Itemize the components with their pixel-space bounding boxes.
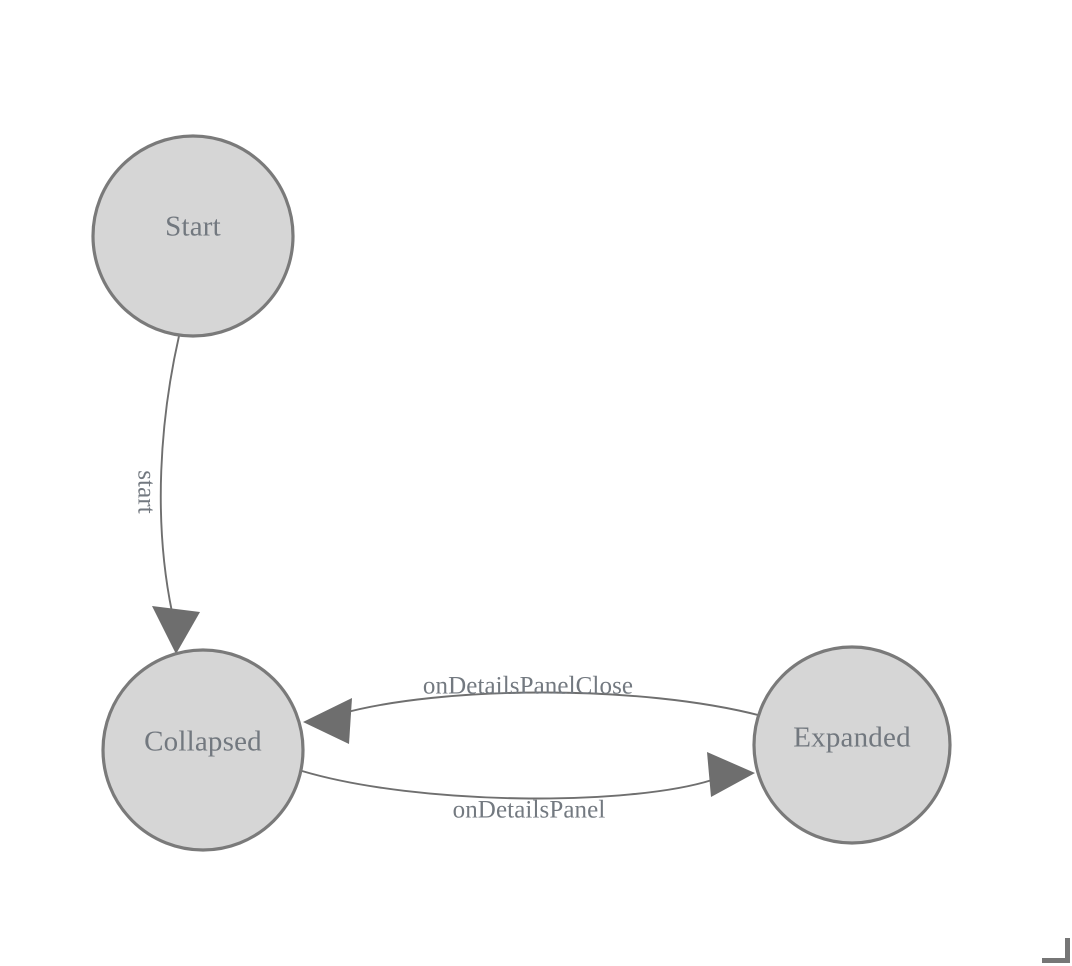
node-start-label: Start xyxy=(165,211,221,243)
edge-start-to-collapsed-path xyxy=(159,335,180,613)
edge-label-on-details-panel: onDetailsPanel xyxy=(453,797,606,824)
node-start-circle[interactable] xyxy=(91,134,295,338)
edge-start-to-collapsed[interactable] xyxy=(152,335,200,654)
node-expanded-circle[interactable] xyxy=(752,645,952,845)
edge-label-start: start xyxy=(132,470,159,514)
edge-collapsed-to-expanded-path xyxy=(301,770,713,800)
corner-bracket-vertical xyxy=(1065,938,1070,963)
bottom-right-corner-bracket xyxy=(1042,938,1070,963)
node-collapsed-label: Collapsed xyxy=(144,726,262,758)
node-collapsed[interactable]: Collapsed xyxy=(101,648,305,852)
edge-expanded-to-collapsed[interactable] xyxy=(303,691,763,745)
node-expanded-label: Expanded xyxy=(793,722,911,754)
node-collapsed-circle[interactable] xyxy=(101,648,305,852)
edge-collapsed-to-expanded[interactable] xyxy=(301,752,755,800)
arrowhead-into-expanded xyxy=(707,752,755,797)
edge-label-on-details-panel-close: onDetailsPanelClose xyxy=(423,673,633,700)
node-start[interactable]: Start xyxy=(91,134,295,338)
node-expanded[interactable]: Expanded xyxy=(752,645,952,845)
arrowhead-into-collapsed-right xyxy=(303,698,352,744)
edge-expanded-to-collapsed-path xyxy=(339,691,763,717)
corner-bracket-horizontal xyxy=(1042,958,1070,963)
arrowhead-into-collapsed-top xyxy=(152,606,200,654)
